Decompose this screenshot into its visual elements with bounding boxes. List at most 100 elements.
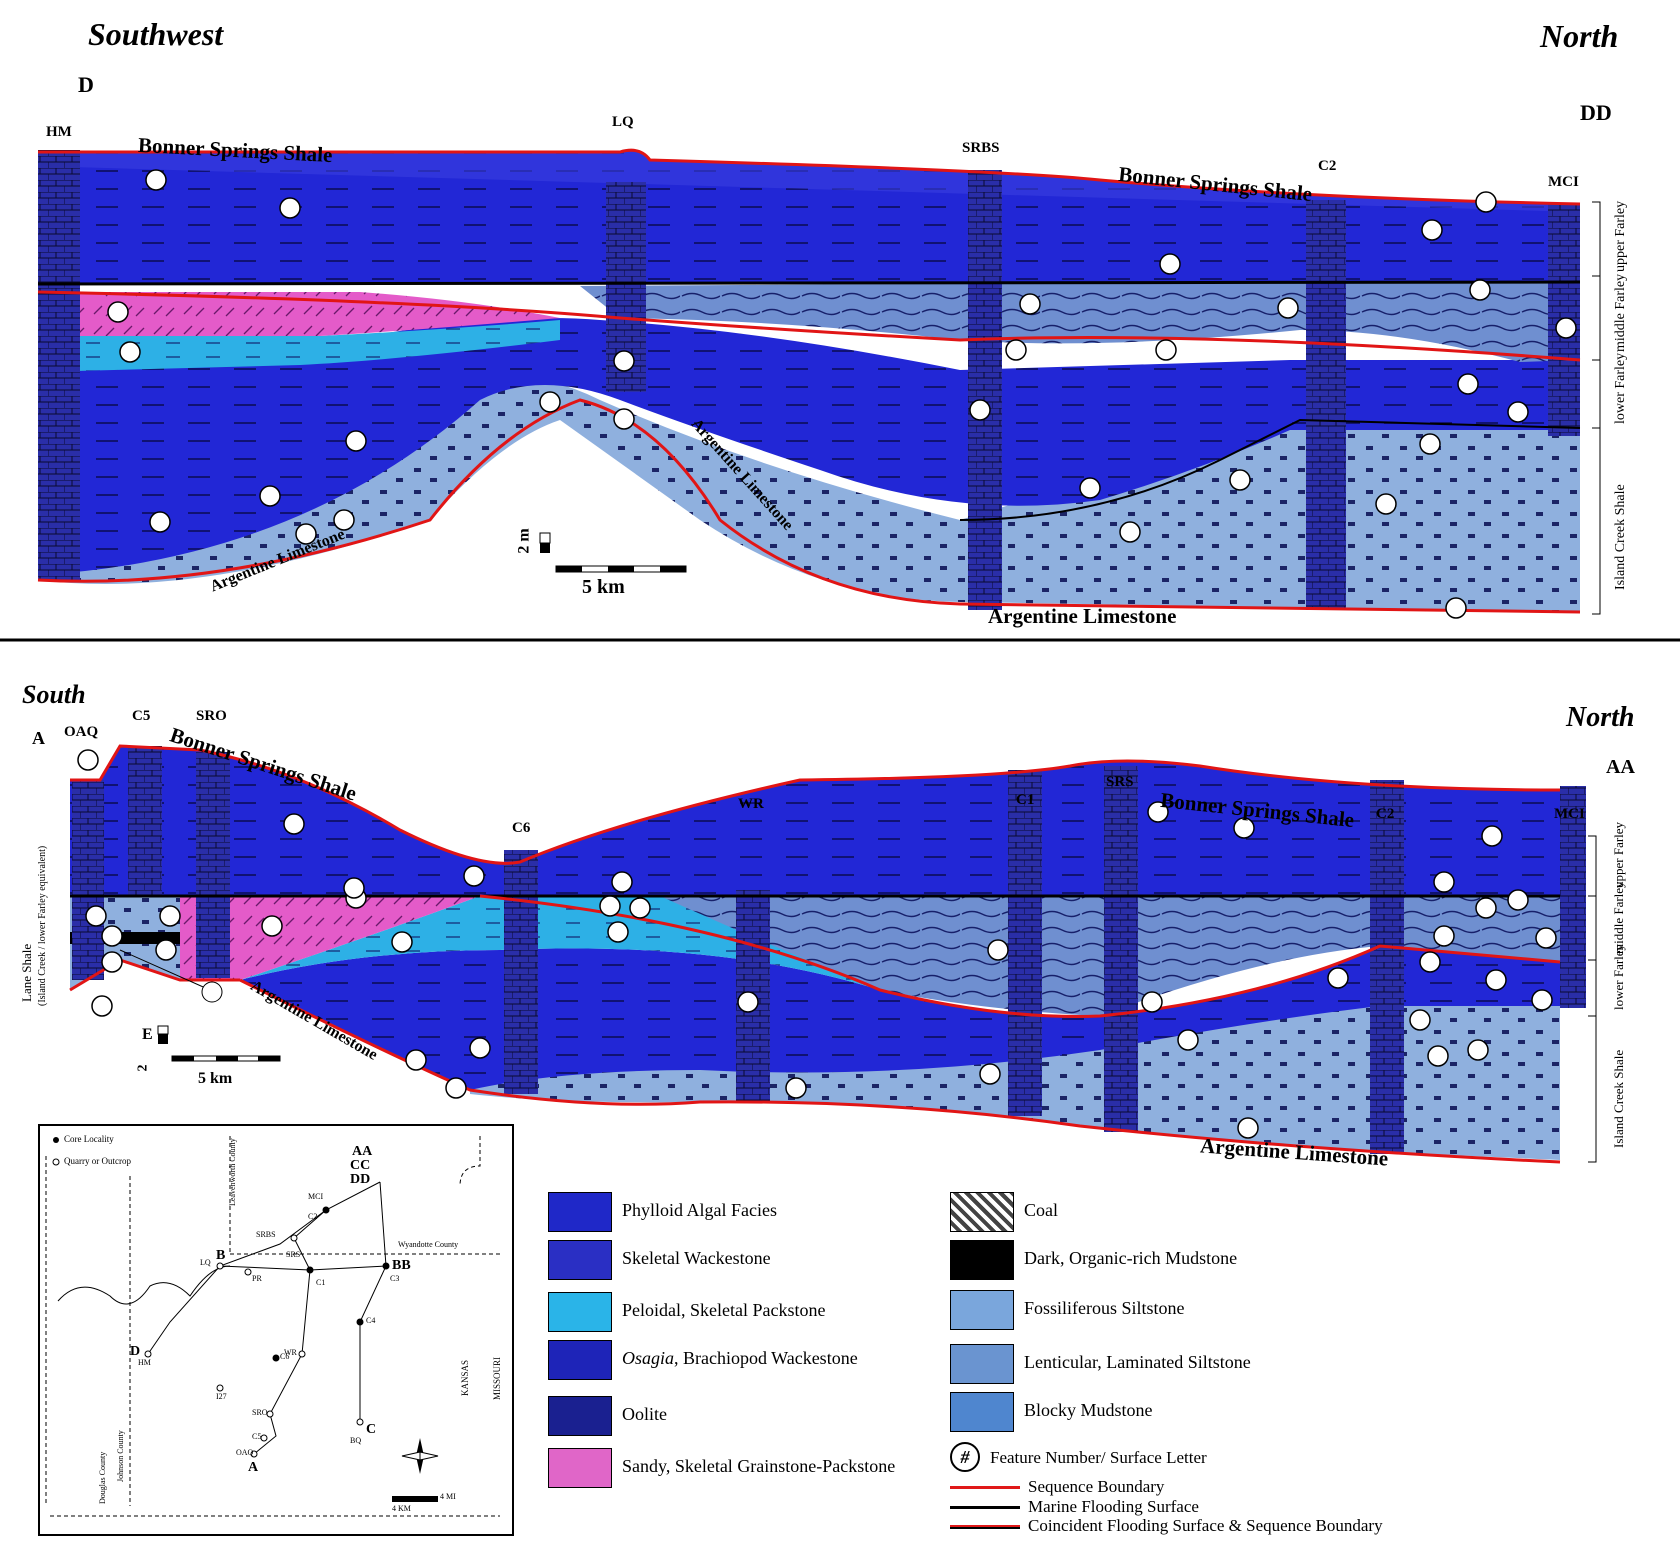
core-column-c2-b — [1370, 780, 1404, 1154]
core-column-srs — [1104, 766, 1138, 1132]
map-site-c6: C6 — [280, 1352, 290, 1361]
legend-label: Blocky Mudstone — [1024, 1400, 1153, 1420]
map-site-srbs: SRBS — [256, 1230, 276, 1239]
side-bracket-b — [1588, 835, 1597, 1163]
locality-lq: LQ — [612, 114, 634, 130]
direction-south: South — [22, 680, 86, 709]
peloidal-swatch-icon — [548, 1292, 612, 1332]
map-scale-km: 4 KM — [392, 1504, 411, 1513]
locality-mci-a: MCI — [1548, 174, 1579, 190]
sequence-boundary-line-icon — [950, 1486, 1020, 1489]
legend-label: Peloidal, Skeletal Packstone — [622, 1300, 826, 1320]
legend-label: Osagia, Brachiopod Wackestone — [622, 1348, 858, 1368]
locality-sro: SRO — [196, 708, 227, 724]
map-site-lq: LQ — [200, 1258, 211, 1267]
legend-label: Coal — [1024, 1200, 1058, 1220]
core-column-sro — [196, 752, 230, 978]
skeletal-wackestone-swatch-icon — [548, 1240, 612, 1280]
coincident-surface-label: Coincident Flooding Surface & Sequence B… — [1028, 1516, 1383, 1535]
state-missouri: MISSOURI — [492, 1356, 502, 1400]
lenticular-siltstone-swatch-icon — [950, 1344, 1014, 1384]
legend-label: Oolite — [622, 1404, 667, 1424]
section-letter-a: A — [32, 728, 45, 748]
core-column-c6 — [504, 850, 538, 1094]
map-site-c3: C3 — [390, 1274, 400, 1283]
map-site-c5: C5 — [252, 1432, 262, 1441]
side-unit-island-creek-a: Island Creek Shale — [1613, 484, 1628, 590]
county-leavenworth: Leavenworth County — [228, 1138, 237, 1206]
feature-number-icon: # — [950, 1442, 980, 1472]
feature-number-label: Feature Number/ Surface Letter — [990, 1448, 1207, 1467]
scale-bar-a — [539, 532, 687, 573]
flooding-surface-line-icon — [950, 1506, 1020, 1509]
map-end-bb: BB — [392, 1258, 411, 1273]
oolite-swatch-icon — [548, 1396, 612, 1436]
cross-section-b-svg — [69, 744, 1586, 1164]
coincident-surface-line-icon — [950, 1525, 1020, 1529]
scale-horizontal-b: 5 km — [198, 1070, 233, 1087]
unit-argentine-a-bottom: Argentine Limestone — [988, 604, 1177, 628]
direction-north-top: North — [1540, 18, 1619, 54]
fossiliferous-siltstone-swatch-icon — [950, 1290, 1014, 1330]
map-end-d: D — [130, 1344, 141, 1359]
legend-label: Phylloid Algal Facies — [622, 1200, 777, 1220]
map-site-c4: C4 — [366, 1316, 376, 1325]
map-legend-core: Core Locality — [64, 1134, 114, 1144]
locality-mci-b: MCI — [1554, 806, 1585, 822]
core-column-hm — [38, 150, 80, 580]
section-letter-dd: DD — [1580, 100, 1612, 125]
scale-letter-e: E — [142, 1026, 153, 1043]
side-unit-upper-farley-a: upper Farley — [1613, 200, 1628, 272]
section-letter-aa: AA — [1606, 756, 1635, 778]
map-legend-quarry: Quarry or Outcrop — [64, 1156, 131, 1166]
legend-label: Dark, Organic-rich Mudstone — [1024, 1248, 1238, 1268]
legend-label: Sandy, Skeletal Grainstone-Packstone — [622, 1456, 896, 1476]
map-end-dd: DD — [350, 1172, 371, 1187]
map-site-c2: C2 — [308, 1212, 318, 1221]
surface-line-legend: Sequence Boundary Marine Flooding Surfac… — [950, 1476, 1383, 1556]
map-end-aa: AA — [352, 1144, 373, 1159]
core-column-c2 — [1306, 200, 1346, 610]
section-letter-d: D — [78, 72, 94, 97]
county-wyandotte: Wyandotte County — [398, 1240, 459, 1249]
locality-c5: C5 — [132, 708, 151, 724]
side-unit-island-creek-b: Island Creek Shale — [1611, 1049, 1626, 1148]
cross-section-a-svg — [0, 148, 1680, 642]
direction-southwest: Southwest — [88, 16, 224, 52]
side-unit-middle-farley-a: middle Farley — [1613, 273, 1628, 352]
locality-hm: HM — [46, 124, 72, 140]
map-site-i27: I27 — [216, 1392, 227, 1401]
county-douglas: Douglas County — [98, 1451, 107, 1504]
north-arrow-icon — [401, 1438, 439, 1474]
scale-vertical-b: 2 — [135, 1064, 151, 1072]
legend-label: Fossiliferous Siltstone — [1024, 1298, 1185, 1318]
side-bracket-a — [1592, 201, 1601, 615]
map-site-hm: HM — [138, 1358, 151, 1367]
locality-c6: C6 — [512, 820, 531, 836]
osagia-swatch-icon — [548, 1340, 612, 1380]
sandy-swatch-icon — [548, 1448, 612, 1488]
map-site-c1: C1 — [316, 1278, 326, 1287]
sequence-boundary-label: Sequence Boundary — [1028, 1477, 1165, 1496]
locality-oaq: OAQ — [64, 724, 99, 740]
coal-swatch-icon — [950, 1192, 1014, 1232]
map-site-bq: BQ — [350, 1436, 362, 1445]
locality-srbs: SRBS — [962, 140, 1000, 156]
lane-shale-sublabel: (Island Creek / lower Farley equivalent) — [37, 845, 48, 1006]
locality-c1: C1 — [1016, 792, 1035, 808]
map-scale-mi: 4 MI — [440, 1492, 456, 1501]
index-map: Core Locality Quarry or Outcrop Leavenwo… — [38, 1124, 514, 1536]
state-kansas: KANSAS — [460, 1359, 470, 1396]
map-site-srs: SRS — [286, 1250, 301, 1259]
map-site-oaq: OAQ — [236, 1448, 254, 1457]
lane-shale-label: Lane Shale — [19, 943, 34, 1002]
core-column-oaq — [72, 780, 104, 980]
locality-c2-b: C2 — [1376, 806, 1395, 822]
scale-vertical-a: 2 m — [515, 528, 533, 554]
core-column-srbs — [968, 170, 1002, 610]
map-site-sro: SRO — [252, 1408, 268, 1417]
map-site-wr: WR — [284, 1348, 297, 1357]
dark-mudstone-swatch-icon — [950, 1240, 1014, 1280]
county-johnson: Johnson County — [116, 1430, 125, 1482]
core-column-c5 — [128, 746, 162, 896]
